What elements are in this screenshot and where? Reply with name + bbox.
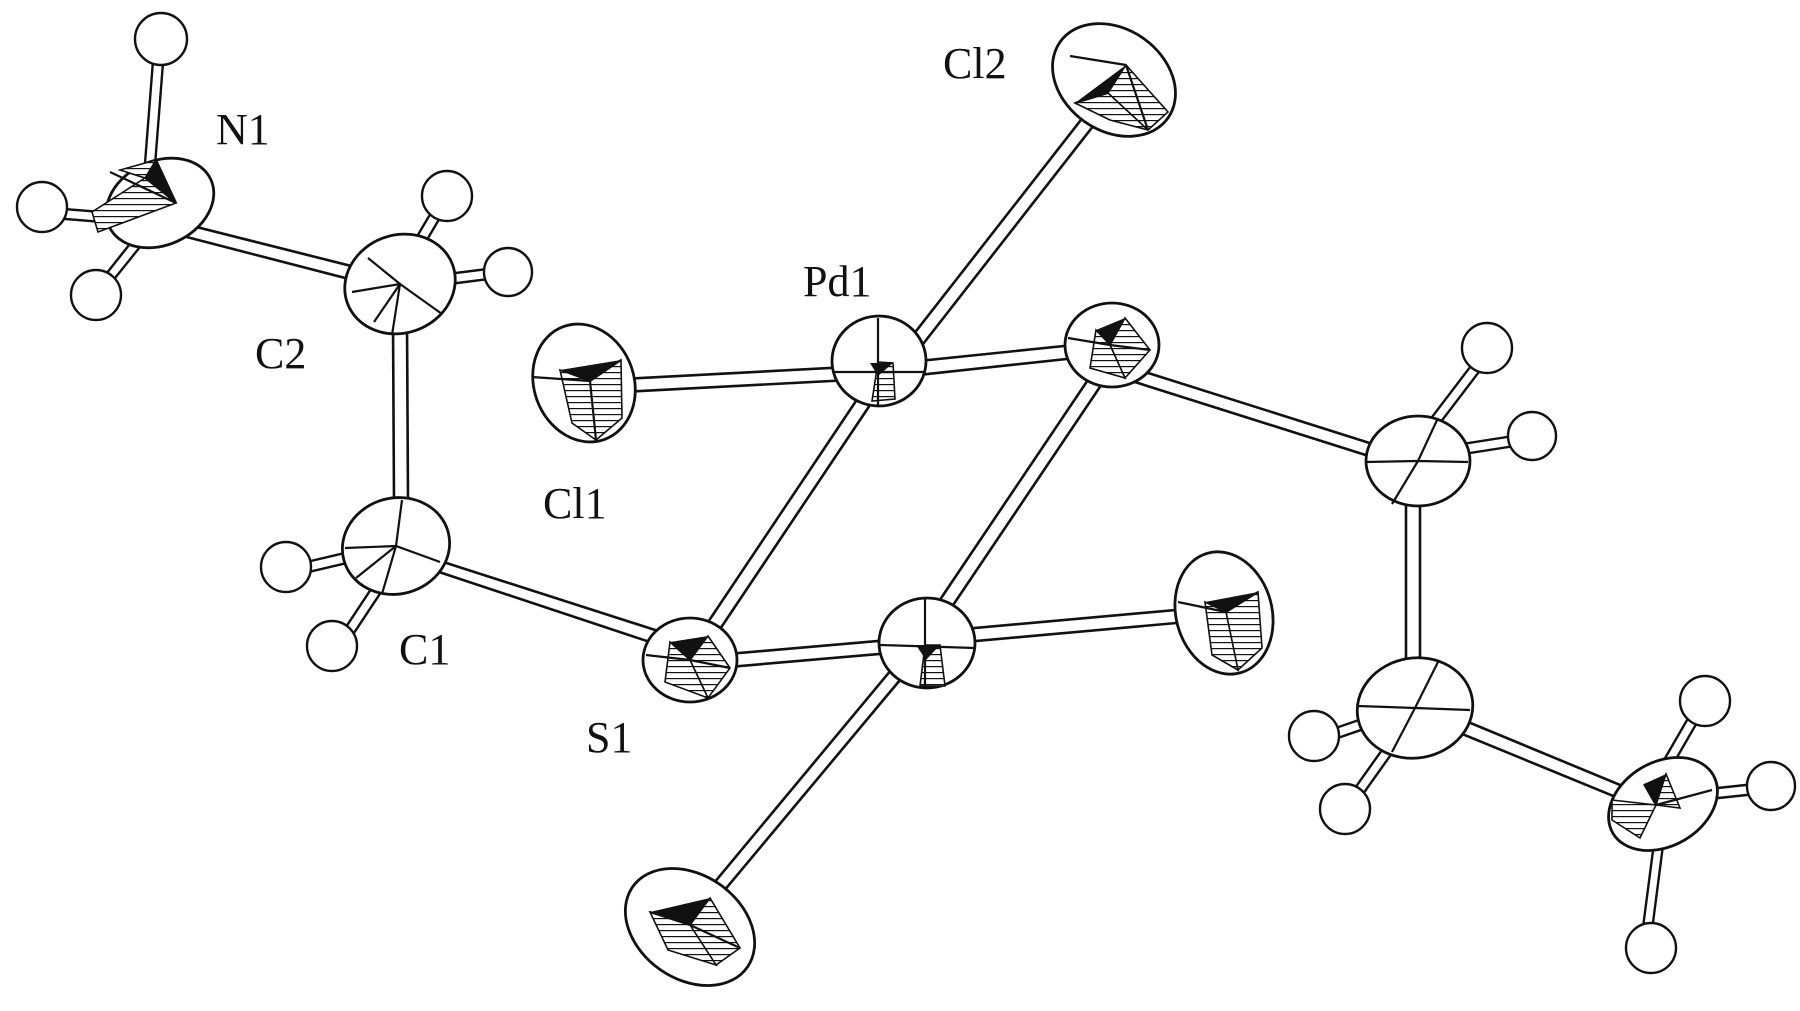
hydrogen-atom xyxy=(305,619,359,673)
hydrogen-atom xyxy=(259,540,313,594)
bond-s1-c1 xyxy=(432,557,682,653)
label-c1: C1 xyxy=(399,625,450,674)
hydrogen-atom xyxy=(1678,674,1732,728)
heavy-atoms xyxy=(91,22,1719,987)
hydrogen-atom xyxy=(1745,760,1797,812)
label-c2: C2 xyxy=(255,329,306,378)
atom-pd1-prime xyxy=(877,596,977,690)
atom-c2-prime xyxy=(1355,656,1475,760)
atom-pd1 xyxy=(830,314,928,408)
hydrogen-atom xyxy=(1287,709,1341,763)
bond-s-prime-pd-prime xyxy=(923,360,1114,631)
hydrogen-atoms xyxy=(15,11,1797,975)
atom-cl1 xyxy=(531,322,637,444)
hydrogen-atom xyxy=(420,169,474,223)
hydrogen-bonds xyxy=(50,46,1758,940)
bond-pd1-s1 xyxy=(688,396,872,658)
atom-c1 xyxy=(340,496,452,596)
label-cl1: Cl1 xyxy=(543,479,607,528)
hydrogen-atom xyxy=(69,268,123,322)
atom-n1 xyxy=(91,156,216,250)
hydrogen-atom xyxy=(1460,321,1514,375)
hydrogen-atom xyxy=(482,246,534,298)
label-n1: N1 xyxy=(216,105,270,154)
atom-cl2 xyxy=(1051,22,1177,138)
label-pd1: Pd1 xyxy=(803,257,871,306)
atom-labels: N1 C2 C1 Pd1 Cl1 Cl2 S1 xyxy=(216,39,1007,762)
atom-c2 xyxy=(343,232,457,336)
hydrogen-atom xyxy=(1318,782,1372,836)
hydrogen-atom xyxy=(1506,410,1558,462)
hydrogen-atom xyxy=(1624,921,1678,975)
hydrogen-atom xyxy=(133,11,189,67)
atom-s1 xyxy=(641,616,739,704)
label-cl2: Cl2 xyxy=(943,39,1007,88)
atom-s1-prime xyxy=(1063,301,1161,389)
bonds xyxy=(143,105,1668,918)
atom-n1-prime xyxy=(1607,756,1719,852)
label-s1: S1 xyxy=(586,713,632,762)
bond-c1-c2 xyxy=(391,320,410,502)
atom-cl2-prime xyxy=(623,867,757,987)
atom-c1-prime xyxy=(1364,414,1472,508)
atom-cl1-prime xyxy=(1173,550,1275,676)
bond-pd-prime-cl2-prime xyxy=(692,656,912,918)
hydrogen-atom xyxy=(15,180,69,234)
